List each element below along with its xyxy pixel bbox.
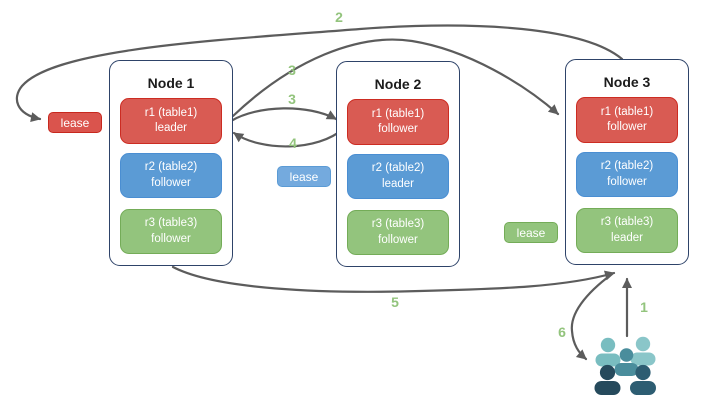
arrow-step-2 bbox=[15, 24, 624, 123]
user-group-icon bbox=[594, 336, 656, 395]
replica-name: r2 (table2) bbox=[371, 162, 425, 175]
arrow-step-5 bbox=[171, 265, 616, 293]
replica-name: r1 (table1) bbox=[371, 107, 425, 120]
node-1-replica-r3: r3 (table3) follower bbox=[120, 209, 222, 254]
lease-badge-green: lease bbox=[504, 222, 558, 243]
replica-name: r2 (table2) bbox=[600, 160, 654, 173]
arrow-label-step-2: 2 bbox=[335, 9, 343, 25]
arrow-label-step-3b: 3 bbox=[288, 91, 296, 107]
node-3: Node 3 r1 (table1) follower r2 (table2) … bbox=[565, 59, 689, 265]
replica-name: r3 (table3) bbox=[371, 218, 425, 231]
node-2-title: Node 2 bbox=[374, 76, 422, 92]
user-middle bbox=[614, 348, 639, 376]
replica-role: leader bbox=[155, 122, 187, 134]
replica-role: follower bbox=[607, 175, 647, 188]
replica-role: follower bbox=[151, 232, 191, 245]
replica-role: leader bbox=[382, 177, 414, 190]
node-1-replica-r1: r1 (table1) leader bbox=[120, 98, 222, 144]
replica-role: follower bbox=[151, 176, 191, 189]
node-1: Node 1 r1 (table1) leader r2 (table2) fo… bbox=[109, 60, 233, 266]
replica-role: follower bbox=[378, 233, 418, 246]
lease-label: lease bbox=[289, 169, 319, 184]
arrow-label-step-6: 6 bbox=[558, 324, 566, 340]
lease-label: lease bbox=[516, 225, 546, 240]
node-3-replica-r1: r1 (table1) follower bbox=[576, 97, 678, 143]
user-back-right bbox=[630, 336, 656, 366]
arrow-label-step-5: 5 bbox=[391, 294, 399, 310]
arrow-label-step-1: 1 bbox=[640, 299, 648, 315]
lease-badge-blue: lease bbox=[277, 166, 331, 187]
node-2-replica-r3: r3 (table3) follower bbox=[347, 210, 449, 255]
node-2: Node 2 r1 (table1) follower r2 (table2) … bbox=[336, 61, 460, 267]
node-3-title: Node 3 bbox=[603, 74, 651, 90]
replica-role: leader bbox=[611, 231, 643, 244]
replica-role: follower bbox=[378, 123, 418, 135]
replica-name: r1 (table1) bbox=[600, 105, 654, 118]
arrow-label-step-3a: 3 bbox=[288, 62, 296, 78]
replica-name: r3 (table3) bbox=[144, 217, 198, 230]
replica-name: r3 (table3) bbox=[600, 216, 654, 229]
replica-name: r1 (table1) bbox=[144, 106, 198, 119]
node-1-replica-r2: r2 (table2) follower bbox=[120, 153, 222, 198]
node-1-title: Node 1 bbox=[147, 75, 195, 91]
replica-role: follower bbox=[607, 121, 647, 133]
arrow-step-3-to-node2 bbox=[229, 107, 338, 123]
replica-name: r2 (table2) bbox=[144, 161, 198, 174]
user-back-left bbox=[595, 337, 621, 367]
lease-label: lease bbox=[60, 115, 90, 130]
arrow-label-step-4: 4 bbox=[289, 135, 297, 151]
lease-badge-red: lease bbox=[48, 112, 102, 133]
node-3-replica-r3: r3 (table3) leader bbox=[576, 208, 678, 253]
user-front-left bbox=[594, 364, 621, 395]
node-2-replica-r1: r1 (table1) follower bbox=[347, 99, 449, 145]
user-front-right bbox=[630, 364, 656, 395]
arrow-step-4 bbox=[232, 127, 345, 148]
node-2-replica-r2: r2 (table2) leader bbox=[347, 154, 449, 199]
node-3-replica-r2: r2 (table2) follower bbox=[576, 152, 678, 197]
